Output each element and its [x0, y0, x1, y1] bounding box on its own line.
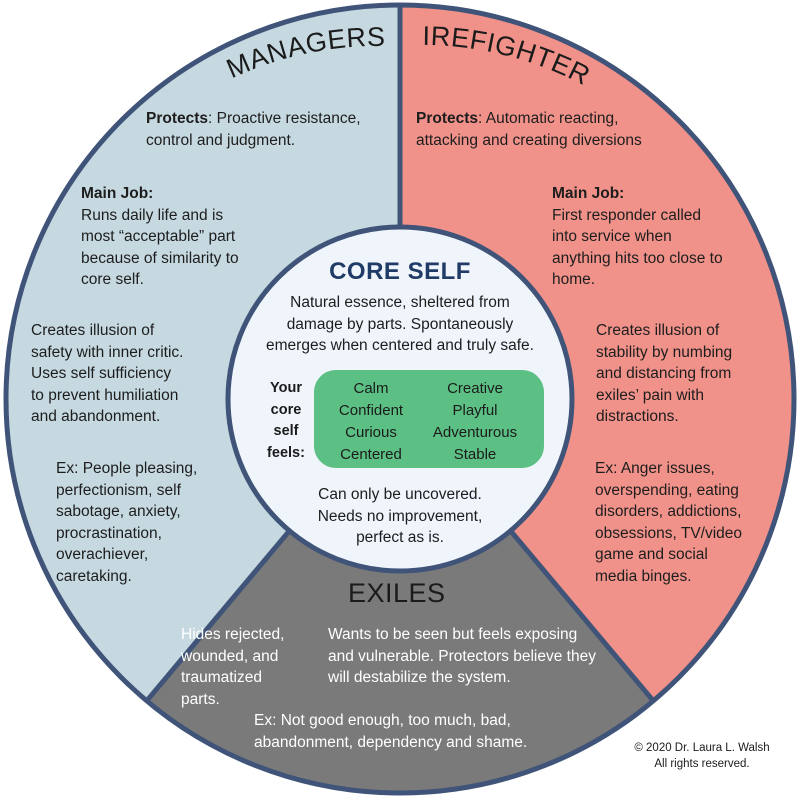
exiles-examples: Ex: Not good enough, too much, bad, aban…: [254, 712, 528, 751]
managers-examples: Ex: People pleasing, perfectionism, self…: [56, 460, 198, 585]
exiles-hides: Hides rejected, wounded, and traumatized…: [181, 626, 285, 708]
core-self-feels-label: Your core self feels:: [267, 380, 305, 461]
firefighters-main-job: Main Job: First responder called into ser…: [552, 183, 723, 291]
managers-protects-text: : Proactive resistance, control and judg…: [146, 110, 361, 149]
exiles-sector: [146, 399, 654, 794]
managers-protects: Protects: Proactive resistance, control …: [146, 108, 361, 151]
firefighters-examples: Ex: Anger issues, overspending, eating d…: [595, 460, 743, 585]
core-self-uncovered: Can only be uncovered. Needs no improvem…: [317, 486, 483, 546]
managers-sector: [5, 4, 400, 701]
firefighters-protects-text: : Automatic reacting, attacking and crea…: [416, 110, 642, 149]
firefighters-illusion: Creates illusion of stability by numbing…: [596, 322, 733, 425]
firefighters-sector: [400, 5, 794, 701]
core-self-feels-box: [314, 370, 544, 468]
managers-protects-label: Protects: [146, 110, 209, 127]
managers-main-job: Main Job: Runs daily life and is most “ac…: [81, 183, 239, 291]
managers-main-job-text: Runs daily life and is most “acceptable”…: [81, 206, 239, 289]
copyright-notice: © 2020 Dr. Laura L. Walsh All rights res…: [634, 742, 770, 770]
managers-illusion: Creates illusion of safety with inner cr…: [31, 322, 184, 425]
firefighters-protects-label: Protects: [416, 110, 479, 127]
outer-ring: [3, 2, 797, 796]
core-self-feels-left: Calm Confident Curious Centered: [338, 380, 404, 463]
core-self-title: CORE SELF: [329, 258, 471, 285]
firefighters-main-job-label: Main Job:: [552, 185, 625, 202]
exiles-title: EXILES: [348, 578, 446, 608]
core-self-description: Natural essence, sheltered from damage b…: [266, 294, 534, 354]
managers-main-job-label: Main Job:: [81, 185, 154, 202]
firefighters-protects: Protects: Automatic reacting, attacking …: [416, 108, 642, 151]
core-self-feels-right: Creative Playful Adventurous Stable: [432, 380, 518, 463]
exiles-wants: Wants to be seen but feels exposing and …: [328, 626, 596, 686]
firefighters-main-job-text: First responder called into service when…: [552, 206, 723, 289]
